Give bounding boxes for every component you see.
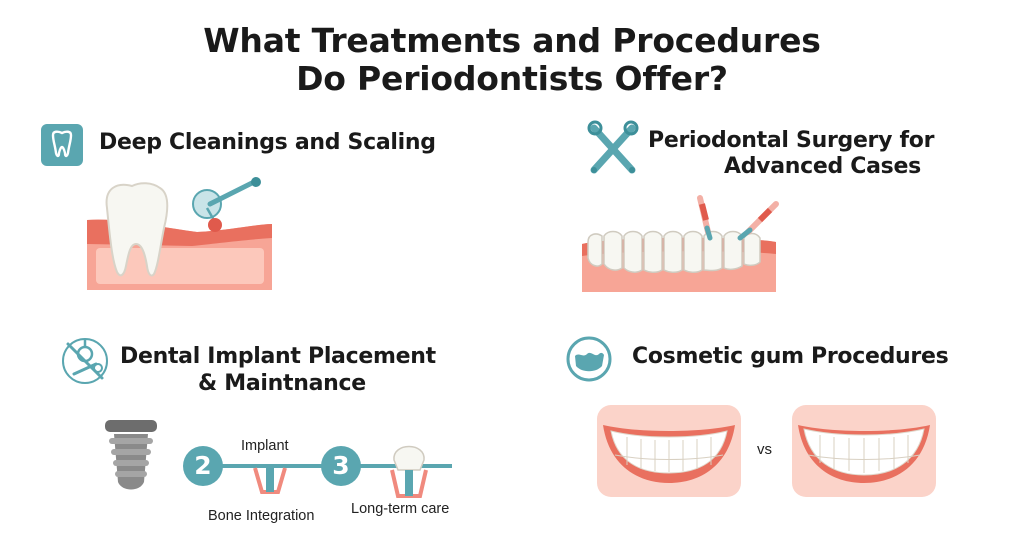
- title-line-1: What Treatments and Procedures: [203, 21, 821, 60]
- title-line-2: Do Periodontists Offer?: [296, 59, 728, 98]
- surgical-instruments: [697, 195, 779, 241]
- implant-screw: [105, 420, 157, 490]
- implant-heading-line-2: & Maintnance: [198, 371, 366, 396]
- tooth-icon: [41, 124, 83, 166]
- page-title: What Treatments and Procedures Do Period…: [0, 22, 1024, 98]
- bone-integration-figure: [253, 467, 287, 494]
- comparison-vs-label: vs: [757, 441, 772, 458]
- implant-heading-line-1: Dental Implant Placement: [120, 344, 436, 369]
- surgery-heading-line-1: Periodontal Surgery for: [648, 128, 935, 153]
- surgery-illustration: [582, 195, 779, 292]
- step-label-bone-integration: Bone Integration: [208, 508, 315, 524]
- smile-after-image: [792, 405, 936, 497]
- section-heading-surgery: Periodontal Surgery for Advanced Cases: [648, 128, 934, 180]
- smile-before-image: [597, 405, 741, 497]
- section-heading-implant: Dental Implant Placement & Maintnance: [120, 343, 436, 397]
- scaler-tool: [192, 177, 261, 232]
- section-heading-cosmetic: Cosmetic gum Procedures: [632, 344, 949, 369]
- surgery-heading-line-2: Advanced Cases: [724, 154, 921, 179]
- teeth-row: [587, 230, 761, 274]
- scaling-illustration: [87, 177, 272, 290]
- long-term-care-figure: [390, 445, 428, 498]
- implant-tools-icon: [62, 338, 108, 384]
- gum-wave-icon: [566, 336, 612, 382]
- step-label-long-term-care: Long-term care: [351, 501, 450, 517]
- crossed-dental-tools-icon: [587, 120, 639, 174]
- section-heading-cleaning: Deep Cleanings and Scaling: [99, 130, 436, 155]
- step-3-badge: 3: [321, 446, 361, 486]
- step-label-implant: Implant: [241, 438, 289, 454]
- step-2-badge: 2: [183, 446, 223, 486]
- tooth-shape: [105, 182, 169, 277]
